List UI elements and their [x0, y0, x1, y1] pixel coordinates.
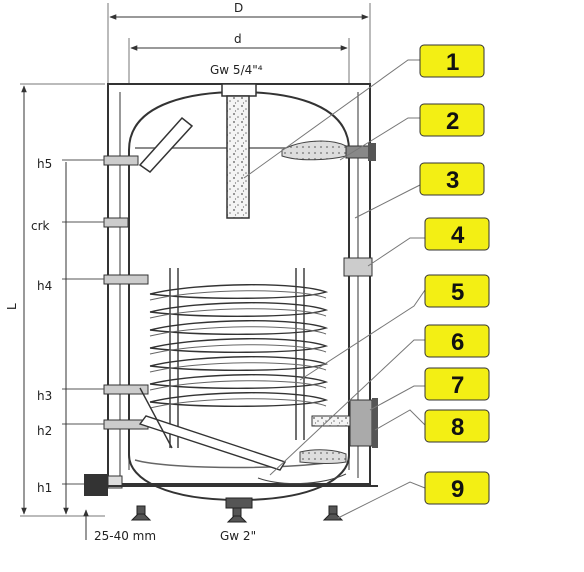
label-h2: h2	[37, 424, 52, 438]
heating-coil	[138, 268, 329, 471]
right-connection	[343, 257, 373, 277]
anode-rod	[226, 95, 250, 219]
label-h1: h1	[37, 481, 52, 495]
callout-1: 1	[419, 44, 485, 78]
svg-text:9: 9	[451, 476, 464, 503]
top-inlet-pipe	[138, 116, 194, 173]
svg-text:7: 7	[451, 372, 464, 399]
height-markers	[62, 159, 104, 515]
callout-4: 4	[424, 217, 490, 251]
dimension-L: L	[5, 83, 105, 517]
label-h4: h4	[37, 279, 52, 293]
sensor-sleeve-bottom	[257, 449, 347, 485]
callout-6: 6	[424, 324, 490, 358]
svg-text:1: 1	[446, 49, 459, 76]
callout-2: 2	[419, 103, 485, 137]
svg-text:2: 2	[446, 108, 459, 135]
callout-3: 3	[419, 162, 485, 196]
label-bottom-connection: Gw 2"	[220, 529, 256, 543]
heater-flange	[311, 398, 378, 448]
callout-5: 5	[424, 274, 490, 308]
callout-8: 8	[424, 409, 490, 443]
svg-text:4: 4	[451, 222, 465, 249]
sensor-sleeve-top	[281, 140, 376, 161]
label-top-connection: Gw 5/4"⁴	[210, 63, 263, 77]
svg-text:6: 6	[451, 329, 464, 356]
label-L: L	[5, 303, 19, 310]
svg-text:5: 5	[451, 279, 464, 306]
label-D: D	[234, 1, 243, 15]
dimension-D: D	[107, 1, 371, 84]
label-foot-adjust: 25-40 mm	[94, 529, 156, 543]
left-connections	[103, 155, 149, 430]
label-h3: h3	[37, 389, 52, 403]
callout-9: 9	[424, 471, 490, 505]
svg-text:3: 3	[446, 167, 459, 194]
label-d: d	[234, 32, 242, 46]
callout-7: 7	[424, 367, 490, 401]
base-feet	[100, 485, 378, 523]
leader-lines	[243, 59, 426, 519]
drain-fitting	[84, 474, 108, 496]
dimension-d: d	[128, 32, 350, 84]
label-crk: crk	[31, 219, 50, 233]
label-h5: h5	[37, 157, 52, 171]
svg-text:8: 8	[451, 414, 464, 441]
